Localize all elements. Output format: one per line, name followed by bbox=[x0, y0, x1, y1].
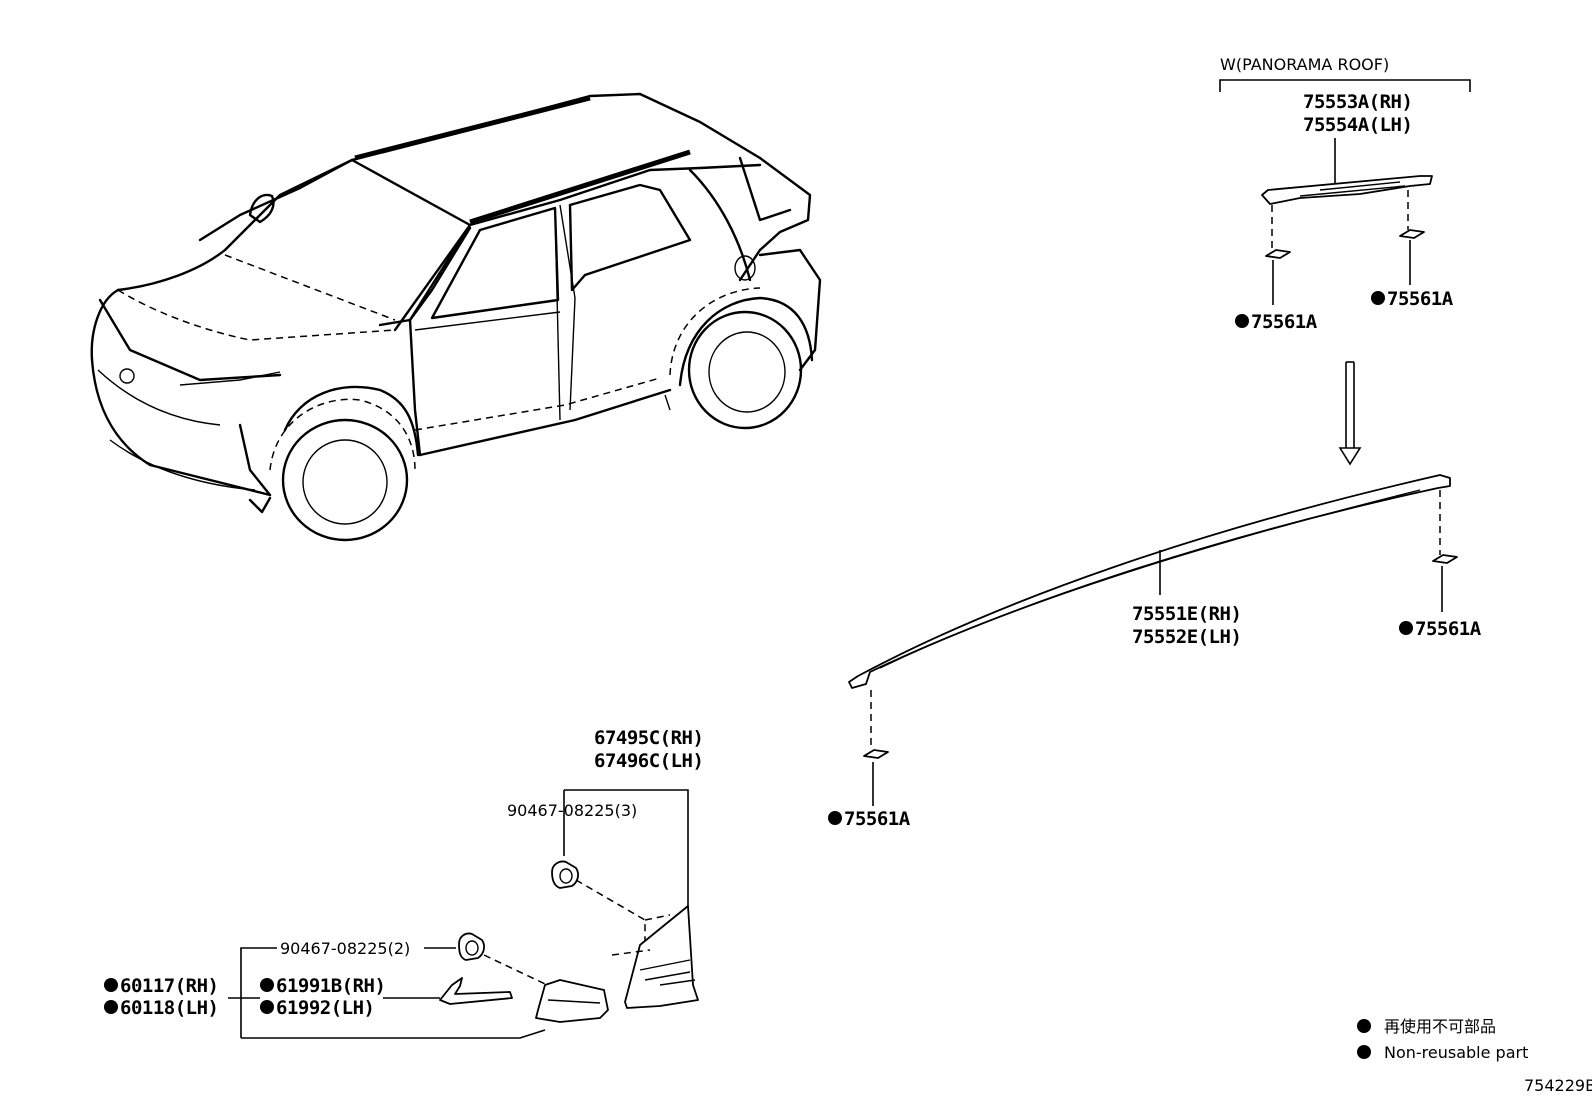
roof-rail-front-part bbox=[1261, 175, 1433, 205]
non-reusable-marker bbox=[104, 978, 118, 992]
label-67495c: 67495C(RH) bbox=[594, 727, 703, 749]
legend: 再使用不可部品 Non-reusable part bbox=[1357, 1017, 1528, 1062]
label-61992: 61992(LH) bbox=[276, 997, 374, 1019]
label-75561a-right: 75561A bbox=[1387, 288, 1454, 310]
roof-molding-group: 75551E(RH) 75552E(LH) 75561A 75561A bbox=[828, 474, 1482, 830]
label-75553a: 75553A(RH) bbox=[1303, 91, 1412, 113]
label-90467-3: 90467-08225(3) bbox=[507, 801, 637, 820]
label-60118: 60118(LH) bbox=[120, 997, 218, 1019]
diagram-code: 754229B bbox=[1524, 1076, 1592, 1095]
non-reusable-marker bbox=[104, 1000, 118, 1014]
seal-strip-part bbox=[439, 977, 513, 1005]
legend-english: Non-reusable part bbox=[1384, 1043, 1528, 1062]
clip-icon-c bbox=[1432, 554, 1458, 564]
pillar-cover-part bbox=[624, 905, 699, 1009]
label-75561a-left: 75561A bbox=[1251, 311, 1318, 333]
clip-nut-icon bbox=[551, 860, 579, 889]
label-75554a: 75554A(LH) bbox=[1303, 114, 1412, 136]
non-reusable-marker bbox=[1399, 621, 1413, 635]
label-75551e: 75551E(RH) bbox=[1132, 603, 1241, 625]
variant-bracket bbox=[1219, 79, 1471, 92]
clip-icon-b bbox=[1399, 229, 1425, 239]
clip-icon-a bbox=[1265, 249, 1291, 259]
label-67496c: 67496C(LH) bbox=[594, 750, 703, 772]
seal-emblem-group: 90467-08225(2) 60117(RH) 60118(LH) 61991… bbox=[104, 932, 609, 1039]
label-75561a-molding-left: 75561A bbox=[844, 808, 911, 830]
variant-label: W(PANORAMA ROOF) bbox=[1220, 55, 1389, 74]
non-reusable-marker bbox=[260, 1000, 274, 1014]
label-60117: 60117(RH) bbox=[120, 975, 218, 997]
legend-marker-icon bbox=[1357, 1019, 1371, 1033]
label-75552e: 75552E(LH) bbox=[1132, 626, 1241, 648]
pillar-cover-group: 67495C(RH) 67496C(LH) 90467-08225(3) bbox=[507, 727, 704, 1009]
non-reusable-marker bbox=[828, 811, 842, 825]
label-61991b: 61991B(RH) bbox=[276, 975, 385, 997]
vehicle-illustration bbox=[90, 92, 822, 542]
roof-molding-part bbox=[848, 474, 1451, 689]
legend-marker-icon bbox=[1357, 1045, 1371, 1059]
non-reusable-marker bbox=[1235, 314, 1249, 328]
non-reusable-marker bbox=[1371, 291, 1385, 305]
label-75561a-molding-right: 75561A bbox=[1415, 618, 1482, 640]
label-90467-2: 90467-08225(2) bbox=[280, 939, 410, 958]
non-reusable-marker bbox=[260, 978, 274, 992]
replace-arrow-icon bbox=[1338, 361, 1362, 466]
clip-icon-d bbox=[863, 749, 889, 759]
legend-japanese: 再使用不可部品 bbox=[1384, 1017, 1496, 1036]
panorama-roof-variant-group: W(PANORAMA ROOF) 75553A(RH) 75554A(LH) 7… bbox=[1219, 55, 1471, 333]
clip-nut-icon bbox=[458, 932, 485, 961]
